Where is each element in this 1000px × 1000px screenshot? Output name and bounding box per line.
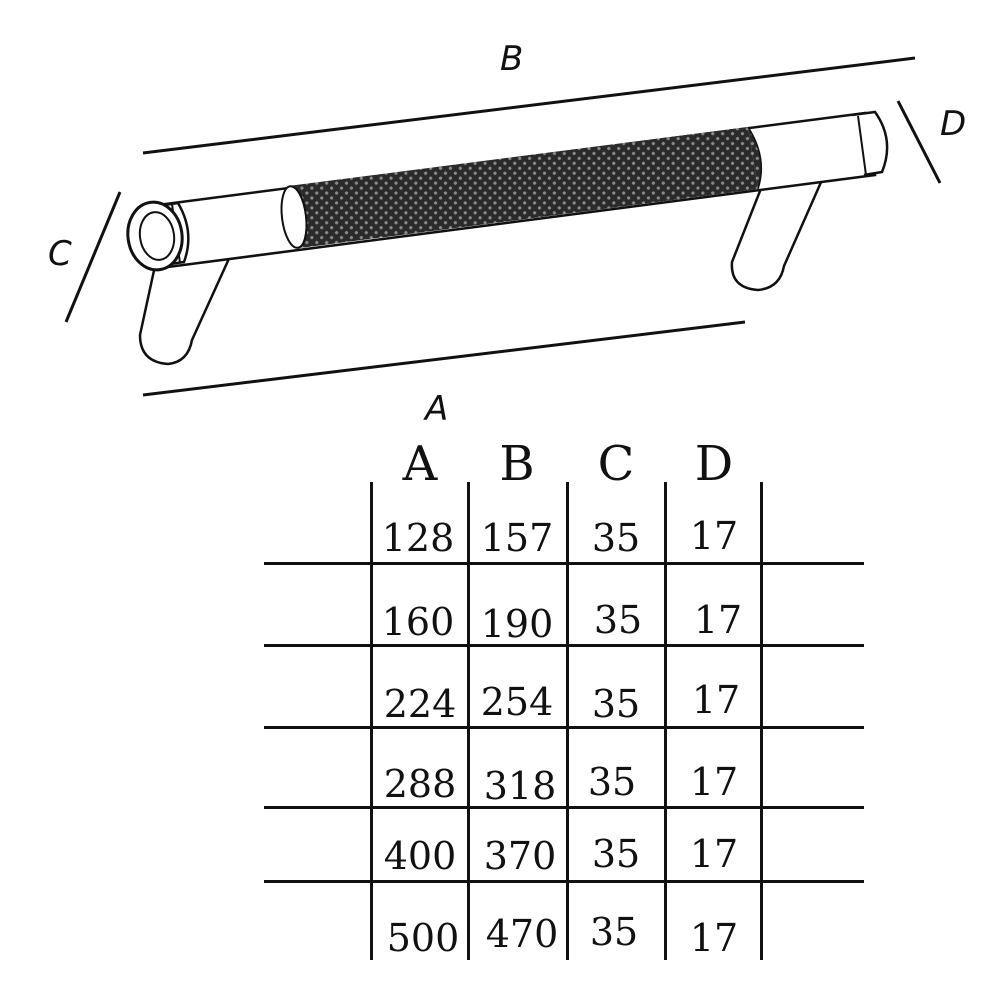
table-cell-d: 17 <box>689 916 739 960</box>
table-cell-a: 400 <box>383 834 457 878</box>
dimension-line-b <box>142 56 916 155</box>
table-divider <box>566 482 569 960</box>
table-cell-c: 35 <box>591 832 641 876</box>
right-leg <box>730 178 825 292</box>
table-cell-a: 160 <box>381 600 455 644</box>
table-cell-d: 17 <box>691 678 741 722</box>
dimension-table: A B C D 128 157 35 17 160 190 35 17 224 … <box>0 420 1000 1000</box>
table-cell-d: 17 <box>689 514 739 558</box>
table-cell-a: 128 <box>381 516 455 560</box>
table-cell-b: 190 <box>480 602 554 646</box>
table-row-divider <box>264 880 864 883</box>
table-cell-c: 35 <box>589 910 639 954</box>
table-row-divider <box>264 726 864 729</box>
table-divider <box>664 482 667 960</box>
table-divider <box>370 482 373 960</box>
dimension-line-c <box>64 191 122 323</box>
table-cell-b: 254 <box>480 680 554 724</box>
column-header-c: C <box>597 436 635 492</box>
table-row-divider <box>264 806 864 809</box>
table-cell-b: 470 <box>485 912 559 956</box>
table-cell-a: 288 <box>383 762 457 806</box>
table-cell-a: 224 <box>383 682 457 726</box>
left-end-cap <box>126 200 190 272</box>
table-divider <box>760 482 763 960</box>
table-cell-b: 370 <box>483 834 557 878</box>
table-cell-d: 17 <box>689 832 739 876</box>
knurled-grip <box>280 126 763 249</box>
column-header-d: D <box>694 436 734 492</box>
table-row-divider <box>264 562 864 565</box>
handle-drawing: B A C D <box>48 39 966 429</box>
column-header-b: B <box>499 436 535 492</box>
table-cell-b: 318 <box>483 764 557 808</box>
left-leg <box>138 250 234 366</box>
table-cell-d: 17 <box>693 598 743 642</box>
table-cell-c: 35 <box>587 760 637 804</box>
dimension-label-a: A <box>423 389 448 429</box>
table-cell-c: 35 <box>591 682 641 726</box>
table-cell-a: 500 <box>386 916 460 960</box>
table-row-divider <box>264 644 864 647</box>
dimension-line-d <box>896 100 942 184</box>
dimension-label-b: B <box>500 39 523 79</box>
dimension-label-d: D <box>940 104 966 144</box>
table-cell-d: 17 <box>689 760 739 804</box>
table-divider <box>467 482 470 960</box>
table-cell-c: 35 <box>593 598 643 642</box>
dimension-line-a <box>142 320 746 397</box>
right-end-cap <box>851 110 889 177</box>
table-cell-c: 35 <box>591 516 641 560</box>
column-header-a: A <box>402 436 438 492</box>
dimension-label-c: C <box>48 234 72 274</box>
table-cell-b: 157 <box>480 516 554 560</box>
